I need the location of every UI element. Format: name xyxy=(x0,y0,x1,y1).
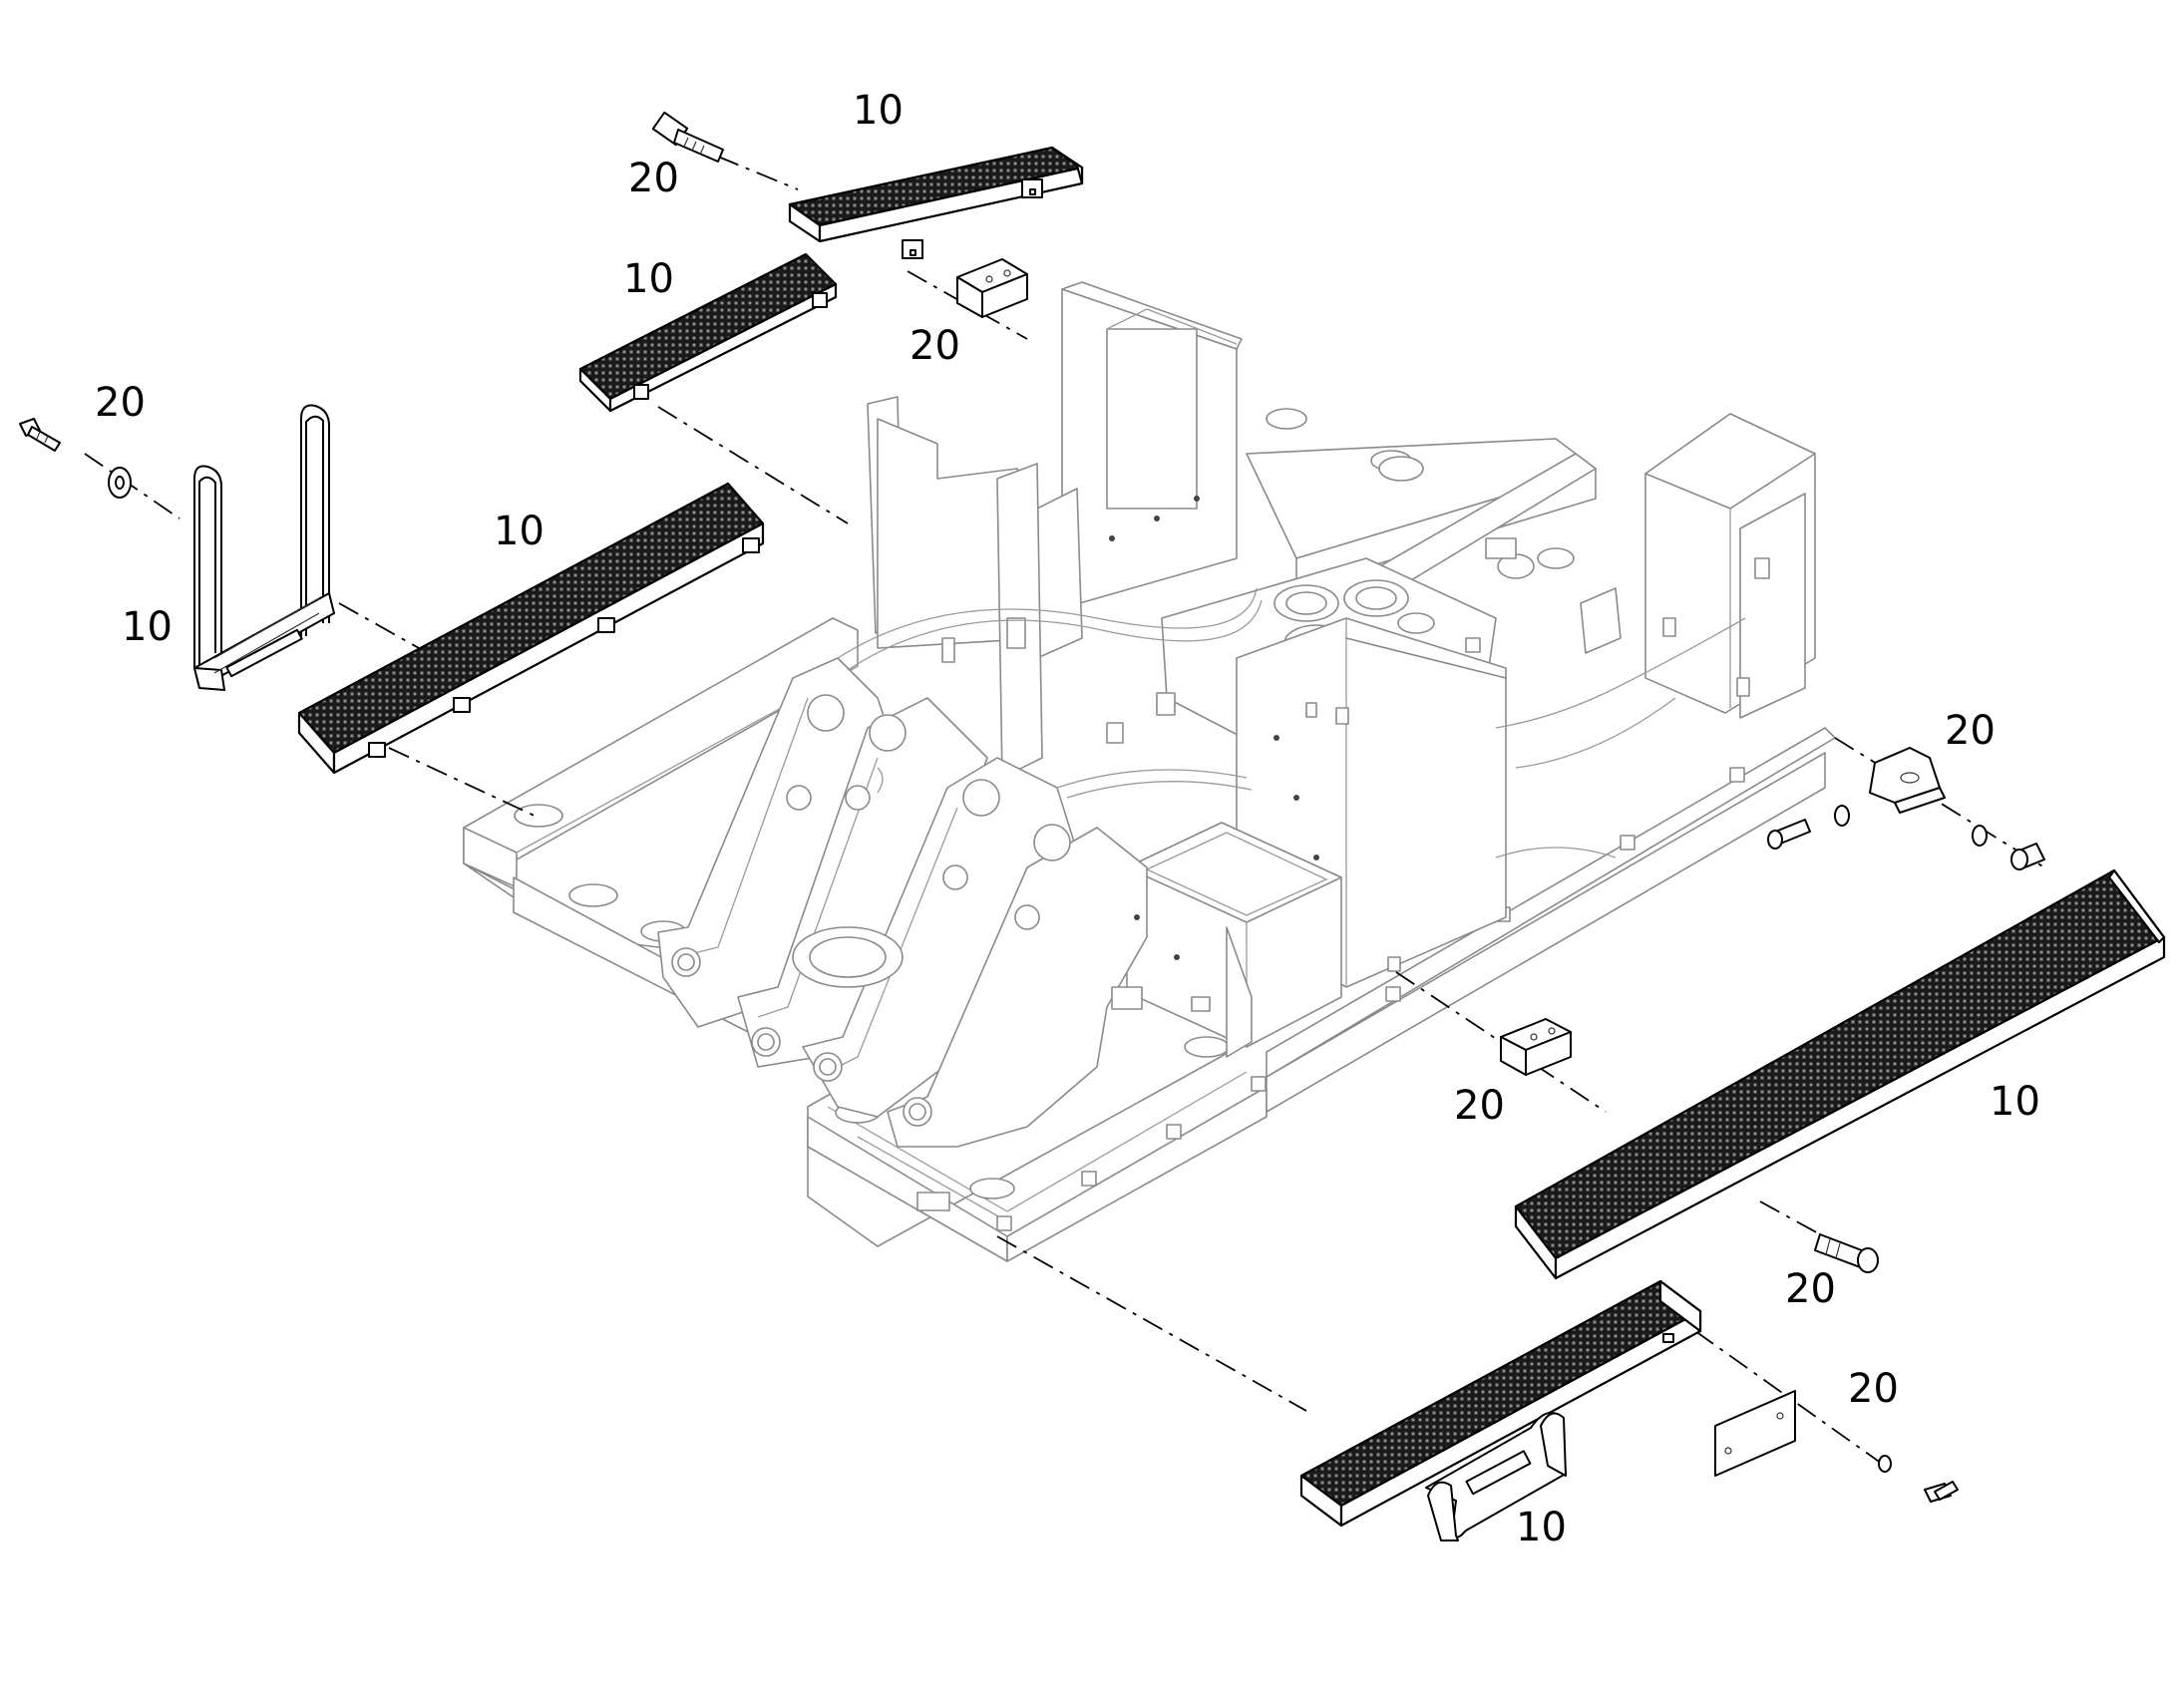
long-right-step-tread[interactable] xyxy=(1514,868,2166,1280)
top-spacer-block[interactable] xyxy=(956,258,1028,318)
callout-ladder: 10 xyxy=(122,604,173,650)
access-ladder[interactable] xyxy=(193,404,335,691)
right-bracket-bolts[interactable] xyxy=(1767,805,2045,870)
callout-top-bolt: 20 xyxy=(628,156,679,201)
cover-bolt-and-washer[interactable] xyxy=(1878,1455,1959,1503)
long-left-step-tread[interactable] xyxy=(297,482,765,775)
callout-right-bolt: 20 xyxy=(1785,1266,1836,1312)
bottom-ladder-bracket[interactable] xyxy=(1425,1412,1567,1541)
callout-left-bolt: 20 xyxy=(95,380,146,426)
mid-step-tread[interactable] xyxy=(578,252,838,413)
bottom-step-tread[interactable] xyxy=(1299,1279,1702,1528)
cover-plate[interactable] xyxy=(1714,1390,1796,1477)
top-bolt[interactable] xyxy=(651,111,724,163)
center-spacer-block[interactable] xyxy=(1500,1018,1572,1076)
callout-right-bracket: 20 xyxy=(1945,708,1996,754)
top-step-tread[interactable] xyxy=(788,146,1084,259)
callout-long-right-tread: 10 xyxy=(1990,1079,2040,1125)
callout-cover-bolt: 20 xyxy=(1848,1366,1899,1412)
callout-center-block: 20 xyxy=(1454,1083,1505,1129)
right-long-bolt[interactable] xyxy=(1814,1233,1879,1273)
right-mounting-bracket[interactable] xyxy=(1869,747,1946,814)
callout-labels: 10 20 10 20 20 10 10 20 10 20 20 20 10 xyxy=(95,88,2040,1550)
callout-long-left-tread: 10 xyxy=(494,509,545,554)
callout-top-tread: 10 xyxy=(853,88,904,134)
callout-bottom-tread: 10 xyxy=(1516,1505,1567,1550)
left-bolt-and-washer[interactable] xyxy=(19,418,132,499)
undercarriage-frame xyxy=(463,281,1836,1262)
callout-top-block: 20 xyxy=(909,323,960,369)
callout-mid-tread: 10 xyxy=(623,256,674,302)
